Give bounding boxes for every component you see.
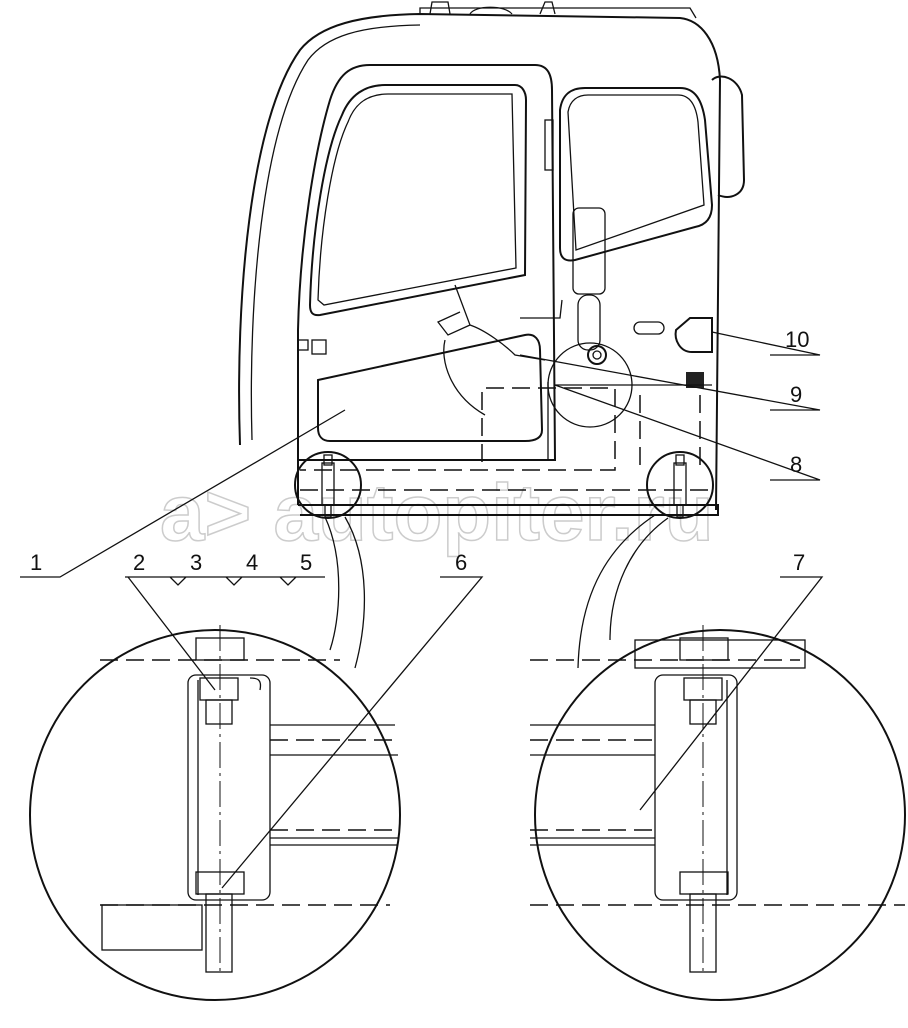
callout-7: 7: [793, 550, 805, 575]
callout-4: 4: [246, 550, 258, 575]
detail-view-right: [530, 625, 906, 1001]
rear-window: [520, 87, 714, 460]
door: [297, 64, 557, 505]
cab-outline: [238, 1, 746, 516]
callout-10: 10: [785, 327, 809, 352]
detail-circles-small: [294, 451, 714, 669]
hidden-lines: [300, 387, 710, 491]
callout-9: 9: [790, 382, 802, 407]
callout-2: 2: [133, 550, 145, 575]
callout-8: 8: [790, 452, 802, 477]
callout-6: 6: [455, 550, 467, 575]
callouts: 1 2 3 4 5 6 7 8 9 10: [30, 327, 809, 575]
watermark: a> autopiter.ru: [160, 468, 713, 557]
callout-1: 1: [30, 550, 42, 575]
callout-3: 3: [190, 550, 202, 575]
callout-5: 5: [300, 550, 312, 575]
leader-lines: [20, 331, 824, 889]
detail-view-left: [29, 625, 401, 1001]
